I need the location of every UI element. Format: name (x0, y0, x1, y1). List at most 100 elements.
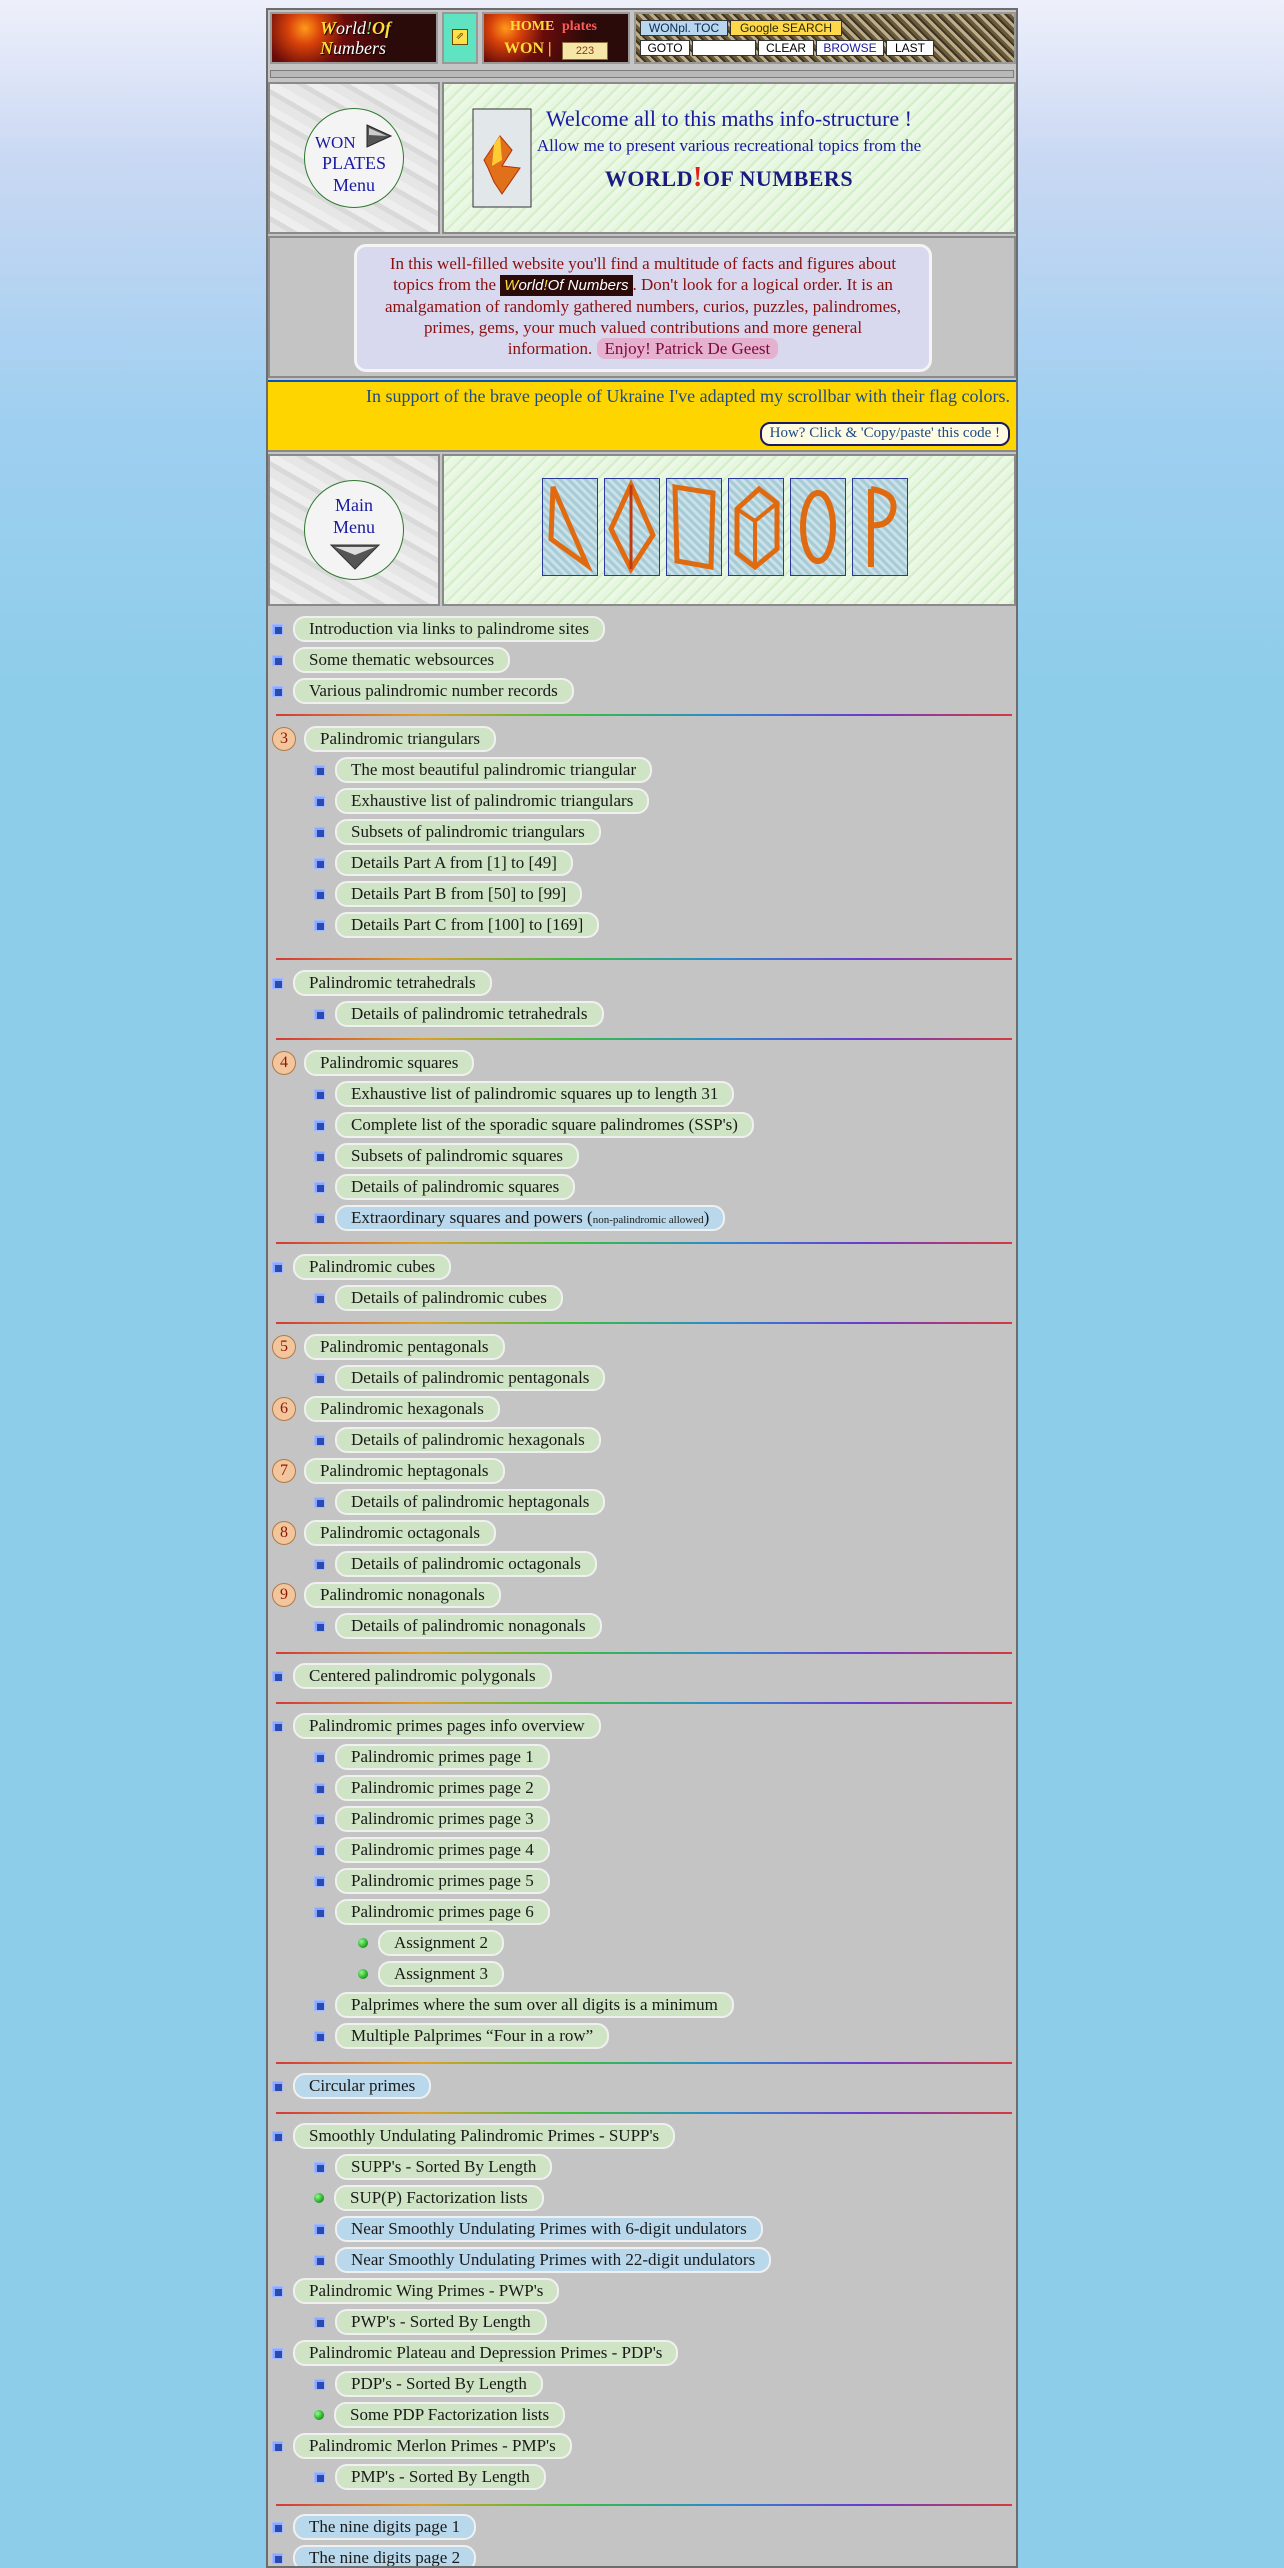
link-sub-item[interactable]: Details of palindromic cubes (335, 1285, 563, 1311)
link-sub-item[interactable]: Details Part C from [100] to [169] (335, 912, 600, 938)
link-sub-item[interactable]: Palindromic primes page 4 (335, 1837, 550, 1863)
link-thematic-websources[interactable]: Some thematic websources (293, 647, 511, 673)
link-sub-item[interactable]: Subsets of palindromic squares (335, 1143, 579, 1169)
link-assignment-2[interactable]: Assignment 2 (378, 1930, 504, 1956)
last-button[interactable]: LAST (886, 40, 934, 56)
logo-umbers: umbers (333, 38, 386, 58)
link-palindromic-records[interactable]: Various palindromic number records (293, 678, 574, 704)
link-palindromic-triangulars[interactable]: Palindromic triangulars (304, 726, 497, 752)
link-sub-item[interactable]: Palprimes where the sum over all digits … (335, 1992, 734, 2018)
toc-button[interactable]: WONpl. TOC (640, 20, 728, 36)
link-sub-item[interactable]: Some PDP Factorization lists (334, 2402, 566, 2428)
link-sub-item[interactable]: PMP's - Sorted By Length (335, 2464, 546, 2490)
link-assignment-3[interactable]: Assignment 3 (378, 1961, 504, 1987)
link-sub-item[interactable]: Palindromic primes page 5 (335, 1868, 550, 1894)
list-item: The nine digits page 2 (272, 2545, 477, 2566)
won-text: WON (504, 40, 544, 57)
thumbnail-tile-1[interactable] (542, 478, 598, 576)
link-sub-item[interactable]: Details of palindromic pentagonals (335, 1365, 606, 1391)
link-palindromic-nonagonals[interactable]: Palindromic nonagonals (304, 1582, 501, 1608)
p-letter-thumbnail-icon (868, 486, 897, 567)
link-sub-item[interactable]: Details of palindromic hexagonals (335, 1427, 601, 1453)
square-bullet-icon (314, 1751, 325, 1763)
list-item: Palindromic Merlon Primes - PMP's (272, 2433, 572, 2459)
link-pdp[interactable]: Palindromic Plateau and Depression Prime… (293, 2340, 679, 2366)
intro-logo: World!Of Numbers (500, 275, 633, 296)
home-plates-box[interactable]: HOME plates WON | 223 (482, 12, 630, 64)
square-bullet-icon (314, 795, 325, 807)
copy-code-button[interactable]: How? Click & 'Copy/paste' this code ! (759, 422, 1010, 446)
thumbnail-tile-4[interactable] (728, 478, 784, 576)
google-search-button[interactable]: Google SEARCH (730, 20, 842, 36)
link-palindromic-hexagonals[interactable]: Palindromic hexagonals (304, 1396, 500, 1422)
jump-box[interactable]: ⇗ (442, 12, 478, 64)
link-sub-item[interactable]: Details Part B from [50] to [99] (335, 881, 583, 907)
browse-button[interactable]: BROWSE (816, 40, 884, 56)
link-sub-item[interactable]: Exhaustive list of palindromic triangula… (335, 788, 650, 814)
thumbnail-tile-6[interactable] (852, 478, 908, 576)
square-bullet-icon (314, 2161, 325, 2173)
main-menu-button[interactable]: Main Menu (304, 480, 404, 580)
goto-button[interactable]: GOTO (640, 40, 690, 56)
link-palindromic-cubes[interactable]: Palindromic cubes (293, 1254, 452, 1280)
link-intro-palindrome-sites[interactable]: Introduction via links to palindrome sit… (293, 616, 605, 642)
thumbnail-tile-5[interactable] (790, 478, 846, 576)
link-sub-item[interactable]: Details Part A from [1] to [49] (335, 850, 573, 876)
link-extraordinary-squares[interactable]: Extraordinary squares and powers (non-pa… (335, 1205, 726, 1231)
list-item: Palindromic Plateau and Depression Prime… (272, 2340, 679, 2366)
list-item: Subsets of palindromic triangulars (314, 819, 601, 845)
link-sub-item[interactable]: Details of palindromic squares (335, 1174, 576, 1200)
link-sub-item[interactable]: PWP's - Sorted By Length (335, 2309, 547, 2335)
thumbnail-tile-2[interactable] (604, 478, 660, 576)
link-sub-item[interactable]: Palindromic primes page 2 (335, 1775, 550, 1801)
link-sub-item[interactable]: The most beautiful palindromic triangula… (335, 757, 653, 783)
link-sub-item[interactable]: Palindromic primes page 3 (335, 1806, 550, 1832)
link-sub-item[interactable]: Exhaustive list of palindromic squares u… (335, 1081, 735, 1107)
world-of-numbers-logo[interactable]: World!Of Numbers (270, 12, 438, 64)
square-bullet-icon (314, 1150, 325, 1162)
link-sub-item[interactable]: Details of palindromic tetrahedrals (335, 1001, 604, 1027)
link-sub-item[interactable]: Palindromic primes page 6 (335, 1899, 550, 1925)
won-label[interactable]: WON | (504, 40, 552, 58)
square-bullet-icon (314, 1088, 325, 1100)
won-plates-menu-button[interactable]: WON PLATES Menu (304, 108, 404, 208)
link-nine-digits-2[interactable]: The nine digits page 2 (293, 2545, 477, 2566)
link-nine-digits-1[interactable]: The nine digits page 1 (293, 2514, 477, 2540)
link-circular-primes[interactable]: Circular primes (293, 2073, 432, 2099)
thumbnail-tile-3[interactable] (666, 478, 722, 576)
link-sub-item[interactable]: Near Smoothly Undulating Primes with 22-… (335, 2247, 772, 2273)
list-item: Palindromic primes page 1 (314, 1744, 550, 1770)
number-badge: 8 (272, 1521, 296, 1545)
link-sub-item[interactable]: Details of palindromic nonagonals (335, 1613, 602, 1639)
link-palindromic-squares[interactable]: Palindromic squares (304, 1050, 475, 1076)
link-palindromic-pentagonals[interactable]: Palindromic pentagonals (304, 1334, 505, 1360)
goto-input[interactable] (692, 40, 756, 56)
link-pwp[interactable]: Palindromic Wing Primes - PWP's (293, 2278, 560, 2304)
won-plates-line2: PLATES (321, 153, 386, 173)
link-sub-item[interactable]: Complete list of the sporadic square pal… (335, 1112, 754, 1138)
link-sub-item[interactable]: Details of palindromic heptagonals (335, 1489, 606, 1515)
link-palindromic-primes-overview[interactable]: Palindromic primes pages info overview (293, 1713, 601, 1739)
link-sub-item[interactable]: Palindromic primes page 1 (335, 1744, 550, 1770)
list-item: Details Part A from [1] to [49] (314, 850, 573, 876)
link-pmp[interactable]: Palindromic Merlon Primes - PMP's (293, 2433, 572, 2459)
clear-button[interactable]: CLEAR (758, 40, 814, 56)
link-palindromic-octagonals[interactable]: Palindromic octagonals (304, 1520, 497, 1546)
link-centered-polygonals[interactable]: Centered palindromic polygonals (293, 1663, 552, 1689)
main-menu-line2: Menu (333, 517, 375, 537)
won-plates-line3: Menu (333, 175, 375, 195)
link-sub-item[interactable]: PDP's - Sorted By Length (335, 2371, 543, 2397)
link-palindromic-tetrahedrals[interactable]: Palindromic tetrahedrals (293, 970, 492, 996)
link-supp[interactable]: Smoothly Undulating Palindromic Primes -… (293, 2123, 676, 2149)
link-palindromic-heptagonals[interactable]: Palindromic heptagonals (304, 1458, 505, 1484)
link-sub-item[interactable]: Subsets of palindromic triangulars (335, 819, 601, 845)
triangle-thumbnail-icon (548, 486, 593, 573)
link-sub-item[interactable]: Near Smoothly Undulating Primes with 6-d… (335, 2216, 763, 2242)
home-label[interactable]: HOME (510, 19, 555, 34)
plates-label[interactable]: plates (562, 19, 597, 34)
list-item: Palindromic primes page 6 (314, 1899, 550, 1925)
link-sub-item[interactable]: SUP(P) Factorization lists (334, 2185, 544, 2211)
link-sub-item[interactable]: Details of palindromic octagonals (335, 1551, 597, 1577)
link-sub-item[interactable]: Multiple Palprimes “Four in a row” (335, 2023, 610, 2049)
link-sub-item[interactable]: SUPP's - Sorted By Length (335, 2154, 553, 2180)
